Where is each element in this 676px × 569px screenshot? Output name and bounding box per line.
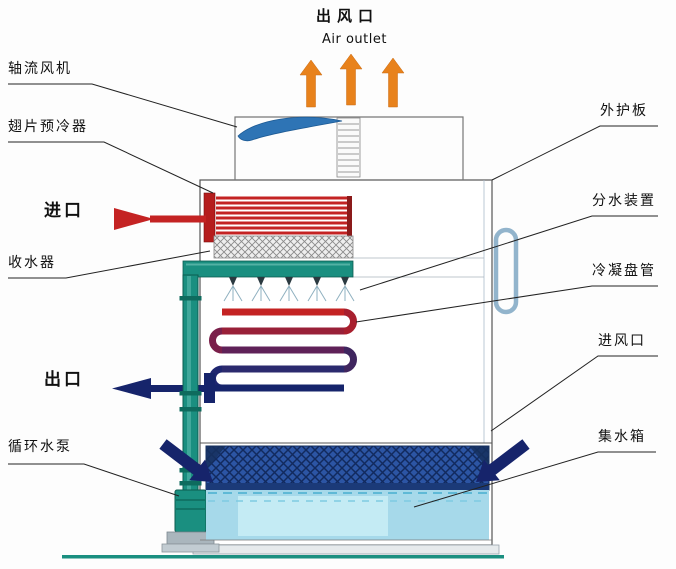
label-finned-precooler: 翅片预冷器 xyxy=(8,119,88,135)
label-water-distributor: 分水装置 xyxy=(592,193,656,209)
air-outlet-up-arrows-icon xyxy=(299,53,405,108)
label-inlet: 进口 xyxy=(44,201,84,221)
tower-base xyxy=(192,544,500,555)
label-outlet: 出口 xyxy=(44,370,84,390)
water-distributor-band xyxy=(182,260,355,302)
fan-blade-icon xyxy=(237,116,343,142)
label-outer-panel: 外护板 xyxy=(600,103,648,119)
drift-eliminator xyxy=(213,235,354,259)
label-air-inlet: 进风口 xyxy=(598,333,646,349)
leader-lines xyxy=(8,83,658,508)
pump-body xyxy=(174,489,207,533)
spray-nozzles-icon xyxy=(223,277,355,302)
fan-housing xyxy=(234,116,464,180)
label-water-tank: 集水箱 xyxy=(598,429,646,445)
air-inlet-arrows-icon xyxy=(159,439,530,482)
basin xyxy=(200,445,492,541)
inlet-arrow-icon xyxy=(114,208,206,230)
label-air-outlet-cn: 出风口 xyxy=(316,7,380,25)
label-axial-fan: 轴流风机 xyxy=(8,61,72,77)
label-water-collector: 收水器 xyxy=(8,255,56,271)
label-condensing-coil: 冷凝盘管 xyxy=(592,263,656,279)
label-air-outlet-en: Air outlet xyxy=(322,32,387,47)
ground-line xyxy=(62,555,504,559)
outlet-arrow-icon xyxy=(112,373,215,403)
label-circulating-pump: 循环水泵 xyxy=(8,439,72,455)
finned-precooler-coil xyxy=(203,192,352,243)
side-pipe-handle xyxy=(493,227,519,315)
